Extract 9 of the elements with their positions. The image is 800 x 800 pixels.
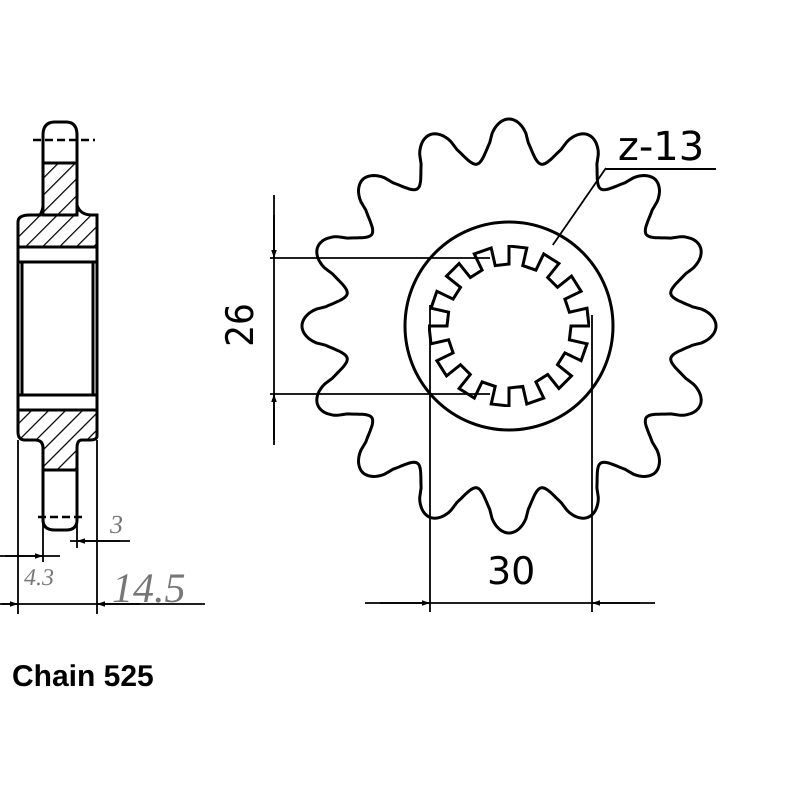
- part-callout: z-13: [606, 126, 716, 170]
- dimension-value: 14.5: [112, 568, 186, 610]
- chain-size-text: Chain 525: [12, 662, 154, 692]
- dimension-value: 30: [487, 552, 536, 590]
- dimension-value: 26: [220, 303, 259, 347]
- spline-bore-drawing: [428, 245, 590, 407]
- dimension-value: 3: [110, 512, 123, 538]
- dimension-value: 4.3: [24, 566, 54, 590]
- leader-line: [552, 167, 607, 246]
